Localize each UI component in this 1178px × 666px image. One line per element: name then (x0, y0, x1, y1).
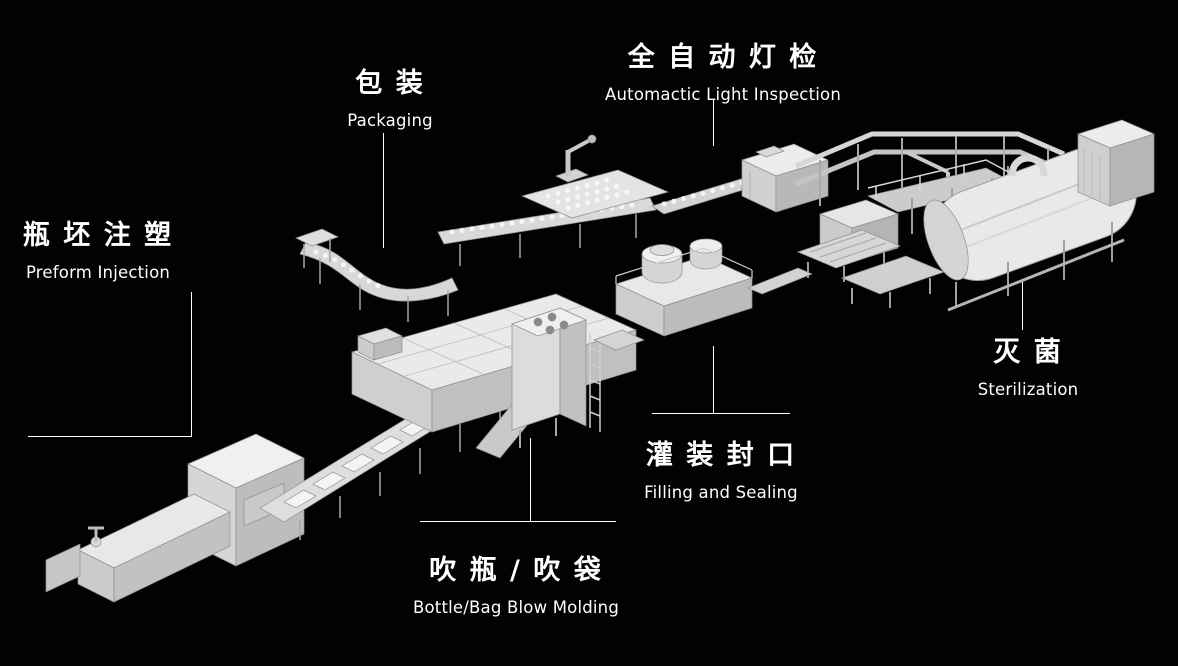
connector-filling-horizontal (652, 413, 790, 414)
connector-filling-vertical (713, 346, 714, 413)
connector-sterilization (1022, 282, 1023, 330)
label-filling-sealing-en: Filling and Sealing (644, 483, 798, 502)
bottle-conveyor (437, 197, 657, 266)
label-sterilization: 灭 菌 Sterilization (978, 330, 1079, 399)
label-preform-injection-en: Preform Injection (25, 263, 171, 282)
connector-blow-molding-horizontal (420, 521, 616, 522)
label-preform-injection: 瓶 坯 注 塑 Preform Injection (23, 213, 173, 282)
packaging-robot-arm (555, 134, 597, 183)
bottle-elevator (475, 307, 601, 459)
label-blow-molding-en: Bottle/Bag Blow Molding (412, 598, 620, 617)
filling-machine (593, 238, 753, 351)
label-sterilization-zh: 灭 菌 (993, 337, 1063, 368)
label-preform-injection-zh: 瓶 坯 注 塑 (22, 220, 174, 251)
label-light-inspection-zh: 全 自 动 灯 检 (627, 42, 819, 73)
label-filling-sealing-zh: 灌 装 封 口 (645, 440, 797, 471)
label-packaging: 包 装 Packaging (347, 61, 433, 130)
connector-light-inspection (713, 100, 714, 146)
connector-blow-molding-vertical (530, 438, 531, 521)
label-light-inspection: 全 自 动 灯 检 Automactic Light Inspection (605, 35, 841, 104)
label-blow-molding: 吹 瓶 / 吹 袋 Bottle/Bag Blow Molding (413, 548, 619, 617)
inspection-infeed-conveyor (651, 177, 757, 215)
curved-bottle-conveyor (295, 228, 459, 322)
injection-molding-machine (45, 433, 305, 603)
label-packaging-en: Packaging (347, 111, 433, 130)
pallet-station (747, 199, 945, 308)
connector-preform-horizontal (28, 436, 192, 437)
accumulation-table (520, 169, 670, 219)
label-packaging-zh: 包 装 (355, 68, 425, 99)
label-sterilization-en: Sterilization (977, 380, 1079, 399)
connector-preform-vertical (191, 292, 192, 436)
label-blow-molding-zh: 吹 瓶 / 吹 袋 (429, 555, 603, 586)
label-filling-sealing: 灌 装 封 口 Filling and Sealing (644, 433, 798, 502)
connector-packaging (383, 133, 384, 248)
blow-molding-machine (351, 293, 638, 433)
label-light-inspection-en: Automactic Light Inspection (605, 85, 841, 104)
light-inspection-machine (741, 143, 829, 213)
right-end-cabinet (1077, 119, 1155, 207)
